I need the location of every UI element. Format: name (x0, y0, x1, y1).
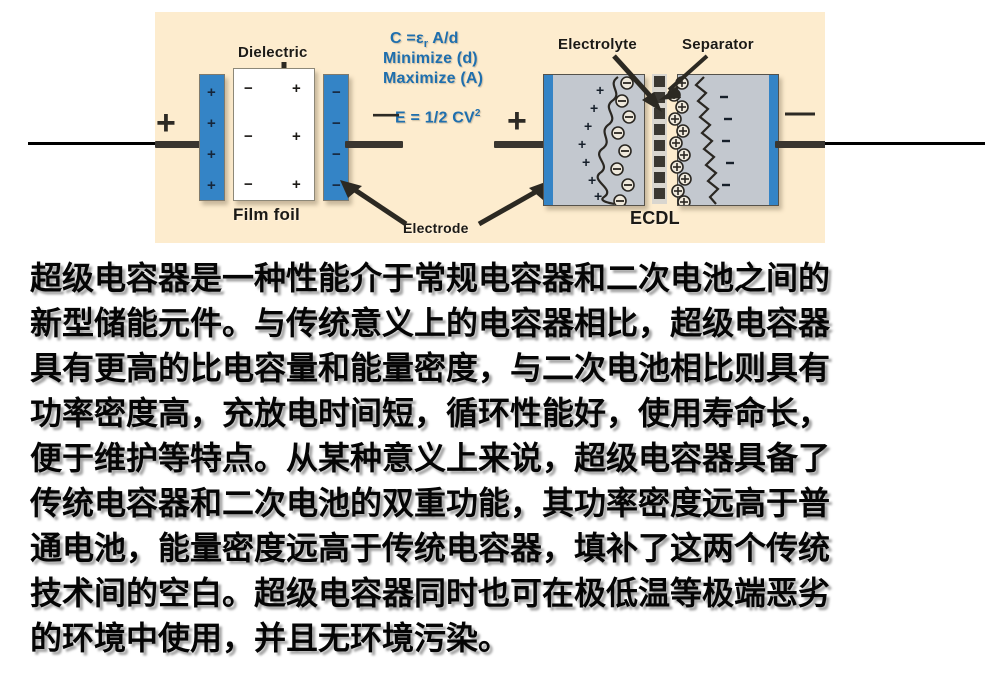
plate-charge-plus: + (207, 146, 216, 163)
dielectric-charge-plus: + (292, 80, 301, 97)
plate-charge-minus: − (332, 146, 341, 163)
left-terminal-wire (155, 141, 203, 148)
paragraph-line: 技术间的空白。超级电容器同时也可在极低温等极端恶劣 (30, 574, 831, 612)
chinese-paragraph: 超级电容器是一种性能介于常规电容器和二次电池之间的 新型储能元件。与传统意义上的… (30, 256, 970, 661)
ecdl-negative-electrode (667, 74, 779, 206)
plate-charge-minus: − (332, 115, 341, 132)
dielectric-charge-plus: + (292, 176, 301, 193)
ecdl-plus-sign: + (507, 102, 527, 140)
ecdl-negative-current-collector (769, 75, 778, 205)
svg-text:+: + (588, 172, 596, 188)
separator-segment (654, 188, 665, 199)
film-capacitor-right-wire (345, 141, 403, 148)
svg-text:+: + (582, 154, 590, 170)
plate-charge-plus: + (207, 115, 216, 132)
electrolyte-label: Electrolyte (558, 36, 637, 53)
electrode-label: Electrode (403, 220, 469, 236)
dielectric-charge-minus: − (244, 176, 253, 193)
svg-text:+: + (596, 82, 604, 98)
svg-text:+: + (578, 136, 586, 152)
separator-arrow-icon (659, 54, 709, 100)
dielectric-charge-plus: + (292, 128, 301, 145)
right-terminal-minus-sign: — (785, 96, 815, 129)
capacitor-diagram-panel: C =εr A/d Minimize (d) Maximize (A) E = … (155, 12, 825, 243)
electrolyte-arrow-icon (612, 54, 662, 112)
svg-text:+: + (590, 100, 598, 116)
dielectric-charge-minus: − (244, 80, 253, 97)
ecdl-negative-double-layer-icon (667, 76, 734, 205)
dielectric-label: Dielectric (238, 44, 308, 61)
plate-charge-minus: − (332, 84, 341, 101)
formula-epsilon-symbol: ε (415, 30, 424, 47)
paragraph-line: 传统电容器和二次电池的双重功能，其功率密度远高于普 (30, 484, 831, 522)
paragraph-line: 的环境中使用，并且无环境污染。 (30, 619, 511, 657)
svg-text:+: + (594, 188, 602, 204)
separator-segment (654, 172, 665, 183)
formula-capacitance: C =εr A/d (390, 30, 459, 50)
paragraph-line: 便于维护等特点。从某种意义上来说，超级电容器具备了 (30, 439, 831, 477)
ecdl-right-wire (775, 141, 825, 148)
ecdl-left-wire (494, 141, 546, 148)
plate-charge-plus: + (207, 177, 216, 194)
separator-segment (654, 76, 665, 87)
film-foil-positive-plate: + + + + (199, 74, 225, 201)
paragraph-line: 通电池，能量密度远高于传统电容器，填补了这两个传统 (30, 529, 831, 567)
formula-capacitance-lead: C = (390, 30, 416, 47)
ecdl-positive-current-collector (544, 75, 553, 205)
paragraph-line: 功率密度高，充放电时间短，循环性能好，使用寿命长， (30, 394, 831, 432)
plate-charge-minus: − (332, 177, 341, 194)
dielectric-block: − + − + − + (233, 68, 315, 201)
left-terminal-plus-sign: + (156, 104, 176, 142)
separator-segment (654, 156, 665, 167)
separator-segment (654, 108, 665, 119)
dielectric-charge-minus: − (244, 128, 253, 145)
film-foil-label: Film foil (233, 205, 300, 224)
film-foil-negative-plate: − − − − (323, 74, 349, 201)
electrode-right-arrow-icon (477, 180, 551, 227)
film-capacitor-minus-sign: — (373, 98, 399, 128)
separator-label: Separator (682, 36, 754, 53)
formula-epsilon-subscript: r (423, 38, 429, 51)
separator-segment (654, 140, 665, 151)
separator-segment (654, 92, 665, 103)
svg-text:+: + (584, 118, 592, 134)
formula-energy: E = 1/2 CV2 (395, 108, 481, 127)
paragraph-line: 新型储能元件。与传统意义上的电容器相比，超级电容器 (30, 304, 831, 342)
electrode-left-arrow-icon (340, 180, 408, 227)
formula-energy-exponent: 2 (474, 108, 481, 119)
formula-energy-body: E = 1/2 CV (395, 109, 475, 127)
formula-maximize-a: Maximize (A) (383, 70, 484, 87)
plate-charge-plus: + (207, 84, 216, 101)
ecdl-label: ECDL (630, 208, 680, 228)
ecdl-positive-double-layer-icon: + + + + + + + (578, 76, 636, 205)
paragraph-line: 具有更高的比电容量和能量密度，与二次电池相比则具有 (30, 349, 831, 387)
ecdl-positive-electrode: + + + + + + + (543, 74, 645, 206)
formula-minimize-d: Minimize (d) (383, 50, 478, 67)
paragraph-line: 超级电容器是一种性能介于常规电容器和二次电池之间的 (30, 259, 831, 297)
separator-segment (654, 124, 665, 135)
formula-capacitance-tail: A/d (428, 30, 459, 47)
